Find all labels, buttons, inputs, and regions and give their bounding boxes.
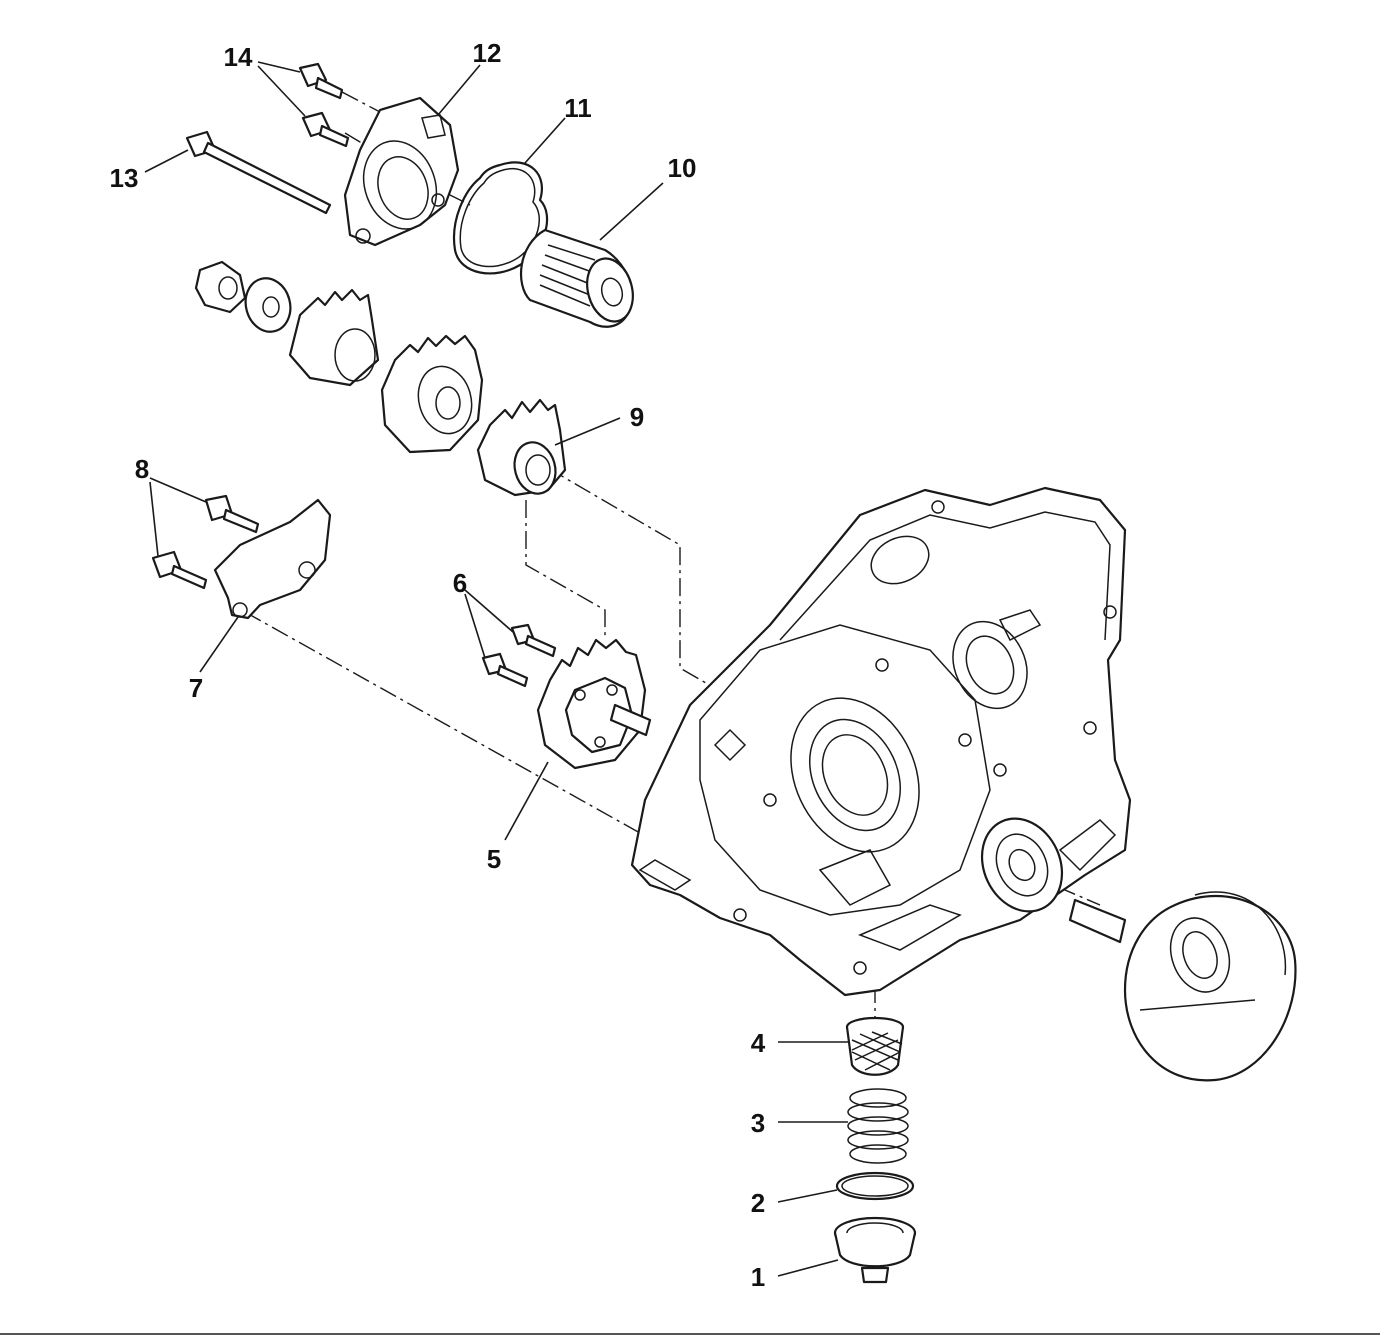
drain-plug-1 — [833, 1216, 917, 1284]
drive-gear-small — [288, 288, 380, 387]
bolt-8-upper — [204, 494, 260, 534]
nut — [194, 260, 247, 314]
strainer-4 — [845, 1016, 905, 1076]
oil-pump-5 — [536, 638, 652, 770]
bolt-14-upper — [298, 62, 344, 100]
bolt-6-lower — [481, 652, 529, 688]
callout-2: 2 — [751, 1188, 765, 1218]
o-ring-2 — [835, 1171, 915, 1201]
callout-10: 10 — [668, 153, 697, 183]
gear-9 — [476, 398, 567, 497]
filter-cover-12 — [343, 96, 460, 247]
callout-14: 14 — [224, 42, 253, 72]
callout-1: 1 — [751, 1262, 765, 1292]
leader-lines — [144, 61, 848, 1277]
callout-4: 4 — [751, 1028, 766, 1058]
oil-filter-10 — [519, 228, 634, 328]
callout-5: 5 — [487, 844, 501, 874]
callouts: 1 2 3 4 5 6 7 8 9 10 11 12 13 14 — [110, 38, 766, 1292]
spring-3 — [847, 1088, 909, 1164]
callout-11: 11 — [564, 93, 592, 123]
callout-9: 9 — [630, 402, 644, 432]
callout-12: 12 — [473, 38, 502, 68]
plate-7 — [213, 498, 332, 620]
bolt-14-lower — [301, 111, 350, 148]
long-bolt-13 — [185, 130, 332, 215]
callout-8: 8 — [135, 454, 149, 484]
drive-gear-large — [380, 334, 484, 454]
callout-13: 13 — [110, 163, 139, 193]
washer — [244, 277, 292, 333]
bolt-6-upper — [510, 623, 557, 658]
callout-7: 7 — [189, 673, 203, 703]
crankshaft — [1068, 891, 1297, 1082]
crankcase — [630, 486, 1132, 997]
bolt-8-lower — [151, 550, 208, 590]
callout-6: 6 — [453, 568, 467, 598]
o-ring-11 — [452, 161, 549, 275]
callout-3: 3 — [751, 1108, 765, 1138]
